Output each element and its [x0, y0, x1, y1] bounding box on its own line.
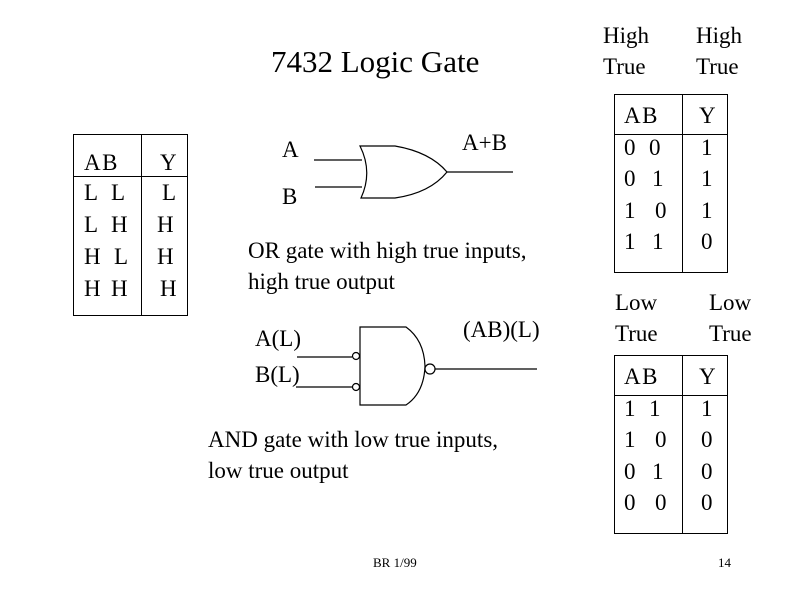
header-divider — [615, 395, 727, 396]
table-row-1-a: 1 — [624, 396, 636, 421]
table-row-4-b: 1 — [652, 229, 664, 254]
and-input-b-label: B(L) — [255, 362, 300, 387]
or-description-line-2: high true output — [248, 269, 395, 294]
table-row-4-y: H — [160, 276, 177, 301]
table-row-1-y: L — [162, 180, 177, 205]
low-true-truth-table: A B Y 1 1 1 1 0 0 0 1 0 0 0 0 — [614, 355, 728, 534]
page-number: 14 — [718, 555, 731, 570]
table-row-3-a: 1 — [624, 198, 636, 223]
or-gate-symbol — [314, 145, 513, 199]
label-line-2: True — [696, 54, 739, 79]
low-true-output-label: Low True — [709, 287, 752, 349]
table-row-3-y: 0 — [701, 459, 713, 484]
table-row-3-y: 1 — [701, 198, 713, 223]
table-row-2-a: 1 — [624, 427, 636, 452]
table-row-3-b: L — [114, 244, 129, 269]
header-output: Y — [699, 103, 716, 128]
label-line-2: True — [709, 321, 752, 346]
or-description-line-1: OR gate with high true inputs, — [248, 238, 527, 263]
table-row-2-b: 0 — [655, 427, 667, 452]
header-inputs: A B — [624, 364, 658, 389]
header-inputs: A B — [84, 150, 118, 175]
high-true-truth-table: A B Y 0 0 1 0 1 1 1 0 1 1 1 0 — [614, 94, 728, 273]
header-inputs: A B — [624, 103, 658, 128]
table-row-1-a: L — [84, 180, 99, 205]
table-row-2-y: 1 — [701, 166, 713, 191]
table-row-3-y: H — [157, 244, 174, 269]
and-description-line-1: AND gate with low true inputs, — [208, 427, 499, 452]
and-gate-body — [359, 326, 426, 406]
table-row-1-y: 1 — [701, 396, 713, 421]
high-true-output-label: High True — [696, 20, 742, 82]
table-row-2-a: 0 — [624, 166, 636, 191]
table-row-4-a: 0 — [624, 490, 636, 515]
label-line-1: High — [696, 23, 742, 48]
label-line-1: High — [603, 23, 649, 48]
slide-title: 7432 Logic Gate — [271, 44, 480, 79]
and-output-label: (AB)(L) — [463, 317, 540, 342]
or-input-a-label: A — [282, 137, 299, 162]
low-true-inputs-label: Low True — [615, 287, 658, 349]
label-line-1: Low — [615, 290, 658, 315]
footer-author-date: BR 1/99 — [373, 555, 417, 570]
header-output: Y — [160, 150, 177, 175]
table-row-2-b: H — [111, 212, 128, 237]
table-row-4-a: H — [84, 276, 101, 301]
and-gate-description: AND gate with low true inputs, low true … — [208, 424, 498, 486]
and-output-bubble — [424, 363, 436, 375]
table-row-4-b: H — [111, 276, 128, 301]
header-divider — [615, 134, 727, 135]
header-output: Y — [699, 364, 716, 389]
label-line-2: True — [603, 54, 646, 79]
and-input-a-label: A(L) — [255, 326, 301, 351]
label-line-1: Low — [709, 290, 752, 315]
table-row-2-y: H — [157, 212, 174, 237]
table-row-2-y: 0 — [701, 427, 713, 452]
or-gate-description: OR gate with high true inputs, high true… — [248, 235, 527, 297]
table-row-3-b: 0 — [655, 198, 667, 223]
or-gate-body — [359, 145, 448, 199]
label-line-2: True — [615, 321, 658, 346]
table-row-2-b: 1 — [652, 166, 664, 191]
table-row-4-y: 0 — [701, 229, 713, 254]
hl-truth-table: A B Y L L L L H H H L H H H H — [73, 134, 188, 316]
or-output-label: A+B — [462, 130, 507, 155]
table-row-3-a: 0 — [624, 459, 636, 484]
and-gate-symbol — [296, 326, 537, 406]
table-row-3-b: 1 — [652, 459, 664, 484]
table-row-4-y: 0 — [701, 490, 713, 515]
and-input-a-bubble — [351, 351, 361, 361]
column-divider — [141, 135, 142, 315]
table-row-1-b: L — [111, 180, 126, 205]
and-description-line-2: low true output — [208, 458, 349, 483]
table-row-4-a: 1 — [624, 229, 636, 254]
table-row-1-a: 0 — [624, 135, 636, 160]
table-row-3-a: H — [84, 244, 101, 269]
or-input-b-label: B — [282, 184, 298, 209]
column-divider — [682, 356, 683, 533]
high-true-inputs-label: High True — [603, 20, 649, 82]
table-row-1-b: 1 — [649, 396, 661, 421]
and-input-b-bubble — [351, 382, 361, 392]
header-divider — [74, 176, 187, 177]
table-row-4-b: 0 — [655, 490, 667, 515]
table-row-2-a: L — [84, 212, 99, 237]
table-row-1-y: 1 — [701, 135, 713, 160]
column-divider — [682, 95, 683, 272]
table-row-1-b: 0 — [649, 135, 661, 160]
